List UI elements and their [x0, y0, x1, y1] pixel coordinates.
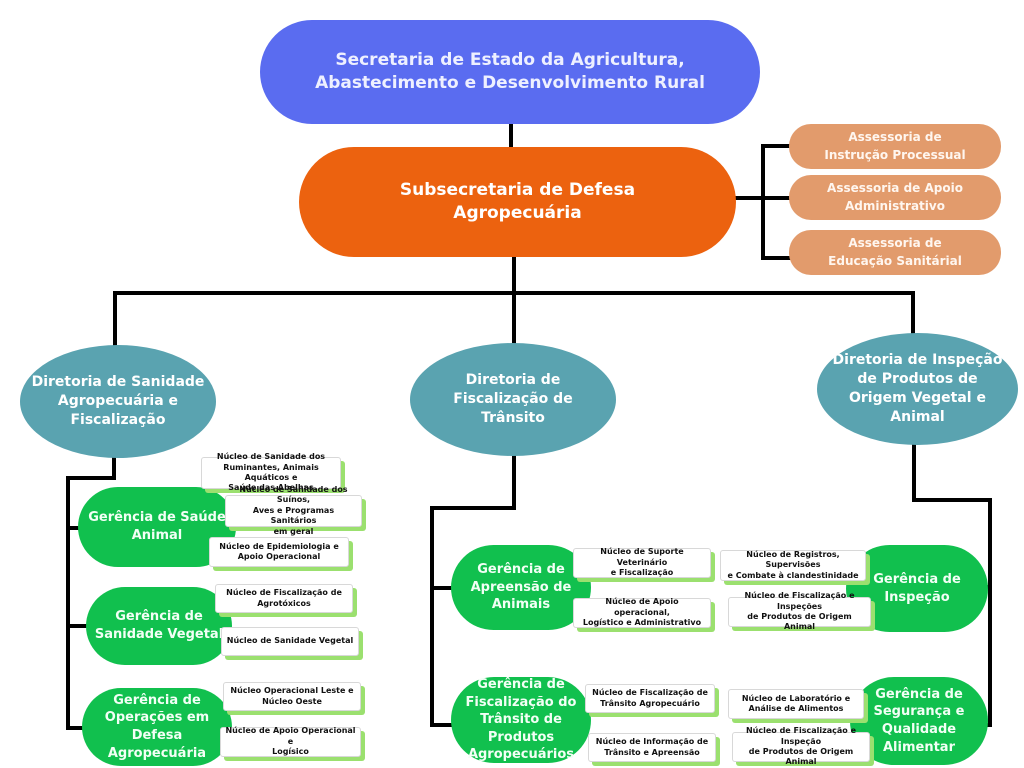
assessoria-apoio-administrativo: Assessoria de Apoio Administrativo	[789, 175, 1001, 220]
gerencia-seguranca-qualidade: Gerência de Segurança e Qualidade Alimen…	[850, 677, 988, 765]
nucleo-suporte-veterinario: Núcleo de Suporte Veterinário e Fiscaliz…	[573, 547, 711, 578]
nucleo-laboratorio-alimentos: Núcleo de Laboratório e Análise de Alime…	[728, 689, 864, 719]
nucleo-sanidade-vegetal: Núcleo de Sanidade Vegetal	[221, 627, 359, 656]
diretoria-fiscalizacao-transito: Diretoria de Fiscalização de Trânsito	[410, 343, 616, 456]
diretoria-sanidade-agropecuaria: Diretoria de Sanidade Agropecuária e Fis…	[20, 345, 216, 458]
gerencia-sanidade-vegetal: Gerência de Sanidade Vegetal	[86, 587, 232, 665]
nucleo-fiscalizacao-agrotoxicos: Núcleo de Fiscalização de Agrotóxicos	[215, 584, 353, 613]
nucleo-inspecao-origem-animal: Núcleo de Fiscalização e Inspeção de Pro…	[732, 726, 870, 766]
assessoria-instrucao-processual: Assessoria de Instrução Processual	[789, 124, 1001, 169]
connector-diretorias	[113, 253, 915, 352]
connector-diretoria-transito	[430, 453, 516, 727]
nucleo-epidemiologia: Núcleo de Epidemiologia e Apoio Operacio…	[209, 537, 349, 567]
gerencia-apreensao-animais: Gerência de Apreensão de Animais	[451, 545, 591, 630]
assessoria-educacao-sanitaria: Assessoria de Educação Sanitárial	[789, 230, 1001, 275]
connector-diretoria-inspecao	[912, 443, 992, 727]
nucleo-fiscalizacao-inspecoes: Núcleo de Fiscalização e Inspeções de Pr…	[728, 591, 871, 631]
gerencia-fiscalizacao-transito-produtos: Gerência de Fiscalização do Trânsito de …	[451, 677, 591, 763]
nucleo-apoio-operacional-logistico: Núcleo de Apoio Operacional e Logísico	[220, 726, 361, 757]
nucleo-operacional-leste-oeste: Núcleo Operacional Leste e Núcleo Oeste	[223, 682, 361, 711]
nucleo-sanidade-suinos: Núcleo de Sanidade dos Suínos, Aves e Pr…	[225, 485, 362, 536]
nucleo-sanidade-ruminantes: Núcleo de Sanidade dos Ruminantes, Anima…	[201, 452, 341, 492]
nucleo-registros-supervisoes: Núcleo de Registros, Supervisões e Comba…	[720, 550, 866, 581]
nucleo-apoio-logistico-administrativo: Núcleo de Apoio operacional, Logístico e…	[573, 597, 711, 628]
subsecretaria-node: Subsecretaria de Defesa Agropecuária	[299, 147, 736, 257]
diretoria-inspecao-produtos: Diretoria de Inspeção de Produtos de Ori…	[817, 333, 1018, 445]
nucleo-transito-agropecuario: Núcleo de Fiscalização de Trânsito Agrop…	[585, 684, 715, 713]
gerencia-operacoes-defesa: Gerência de Operações em Defesa Agropecu…	[82, 688, 232, 766]
connector-assessorias	[733, 144, 794, 260]
secretaria-node: Secretaria de Estado da Agricultura, Aba…	[260, 20, 760, 124]
nucleo-informacao-transito: Núcleo de Informação de Trânsito e Apree…	[588, 733, 716, 762]
connector-diretoria-sanidade	[66, 453, 116, 730]
